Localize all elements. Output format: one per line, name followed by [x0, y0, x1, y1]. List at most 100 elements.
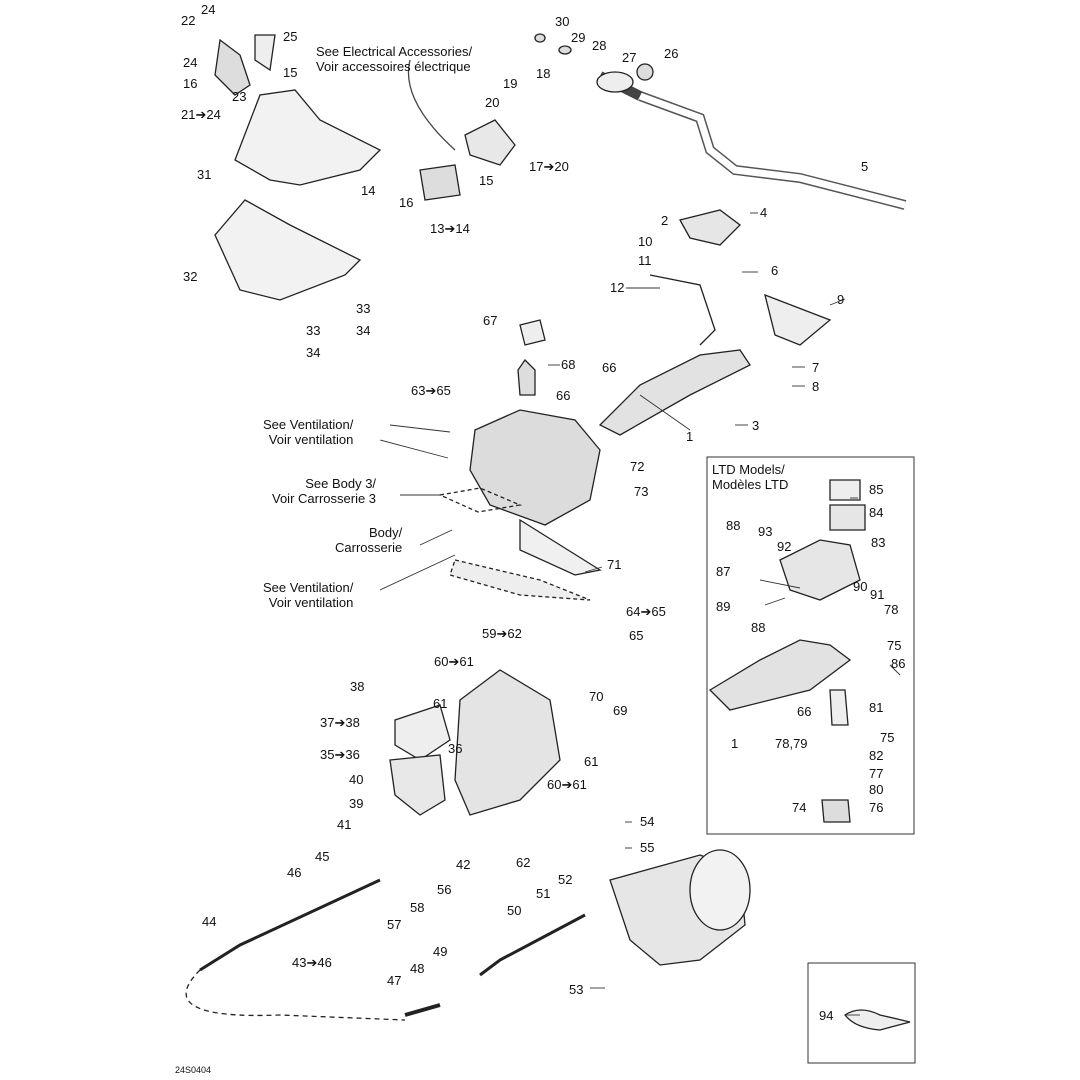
callout: 31: [197, 167, 212, 182]
callout: 27: [622, 50, 637, 65]
callout: 5: [861, 159, 869, 174]
cable-part-50: [479, 913, 586, 977]
callout: 60➔61: [547, 777, 587, 792]
callout: 54: [640, 814, 655, 829]
callout: 11: [638, 253, 652, 268]
callout: 88: [726, 518, 741, 533]
callout: 68: [561, 357, 576, 372]
callout: 66: [797, 704, 812, 719]
callout: 35➔36: [320, 747, 360, 762]
callout: 51: [536, 886, 551, 901]
callout: 80: [869, 782, 884, 797]
callout: 93: [758, 524, 773, 539]
callout: 69: [613, 703, 628, 718]
callout: 70: [589, 689, 604, 704]
callout: 18: [536, 66, 551, 81]
callout: 83: [871, 535, 886, 550]
callout: 30: [555, 14, 570, 29]
callout: 47: [387, 973, 402, 988]
callout: 29: [571, 30, 586, 45]
callout: 65: [629, 628, 644, 643]
diagram-code: 24S0404: [175, 1065, 212, 1075]
switch-part: [464, 119, 516, 166]
callout: 78,79: [775, 736, 808, 751]
callout: 13➔14: [430, 221, 470, 236]
callout: 43➔46: [292, 955, 332, 970]
callout: 41: [337, 817, 352, 832]
callout: 40: [349, 772, 364, 787]
ventilation-note-top: See Ventilation/ Voir ventilation: [263, 417, 354, 447]
callout: 75: [880, 730, 895, 745]
callout: 32: [183, 269, 198, 284]
callout: 77: [869, 766, 884, 781]
callout: 19: [503, 76, 518, 91]
callout: 3: [752, 418, 760, 433]
callout: 89: [716, 599, 731, 614]
callout: 76: [869, 800, 884, 815]
cable-part-43: [199, 878, 381, 972]
ventilation-note-bottom: See Ventilation/ Voir ventilation: [263, 580, 354, 610]
callout: 64➔65: [626, 604, 666, 619]
callout: 17➔20: [529, 159, 569, 174]
callout: 10: [638, 234, 653, 249]
callout: 21➔24: [181, 107, 221, 122]
callout: 84: [869, 505, 884, 520]
callout: 20: [485, 95, 500, 110]
callout: 62: [516, 855, 531, 870]
clamp-part: [679, 209, 741, 246]
callout: 78: [884, 602, 899, 617]
callout: 23: [232, 89, 247, 104]
callout: 82: [869, 748, 884, 763]
callout: 37➔38: [320, 715, 360, 730]
callout: 44: [202, 914, 217, 929]
callout: 88: [751, 620, 766, 635]
callout: 36: [448, 741, 463, 756]
callout: 66: [602, 360, 617, 375]
callout: 73: [634, 484, 649, 499]
callout: 61: [433, 696, 448, 711]
callout: 86: [891, 656, 906, 671]
callout: 15: [283, 65, 298, 80]
callout: 90: [853, 579, 868, 594]
callout: 75: [887, 638, 902, 653]
callout: 16: [399, 195, 414, 210]
callout: 2: [661, 213, 669, 228]
callout: 72: [630, 459, 645, 474]
callout: 59➔62: [482, 626, 522, 641]
ltd-models-title: LTD Models/ Modèles LTD: [712, 462, 789, 492]
callout: 1: [686, 429, 694, 444]
callout: 55: [640, 840, 655, 855]
callout: 7: [812, 360, 820, 375]
clamp-detail-box: [807, 962, 916, 1064]
callout: 9: [837, 292, 845, 307]
bracket-part: [454, 669, 561, 816]
electrical-accessories-note: See Electrical Accessories/ Voir accesso…: [316, 44, 473, 74]
callout: 74: [792, 800, 807, 815]
plate-part: [449, 559, 591, 601]
callout: 67: [483, 313, 498, 328]
callout: 6: [771, 263, 779, 278]
callout: 25: [283, 29, 298, 44]
callout: 34: [306, 345, 321, 360]
callout: 56: [437, 882, 452, 897]
callout: 81: [869, 700, 884, 715]
callout: 66: [556, 388, 571, 403]
callout: 61: [584, 754, 599, 769]
callout: 50: [507, 903, 522, 918]
callout: 94: [819, 1008, 834, 1023]
callout: 22: [181, 13, 196, 28]
callout: 60➔61: [434, 654, 474, 669]
callout: 33: [356, 301, 371, 316]
callout: 14: [361, 183, 376, 198]
cover-part-31: [234, 89, 382, 186]
callout: 57: [387, 917, 402, 932]
callout: 92: [777, 539, 792, 554]
body3-note: See Body 3/ Voir Carrosserie 3: [272, 476, 377, 506]
callout: 53: [569, 982, 584, 997]
steering-column-part: [598, 349, 751, 436]
callout: 45: [315, 849, 330, 864]
callout: 46: [287, 865, 302, 880]
callout: 58: [410, 900, 425, 915]
